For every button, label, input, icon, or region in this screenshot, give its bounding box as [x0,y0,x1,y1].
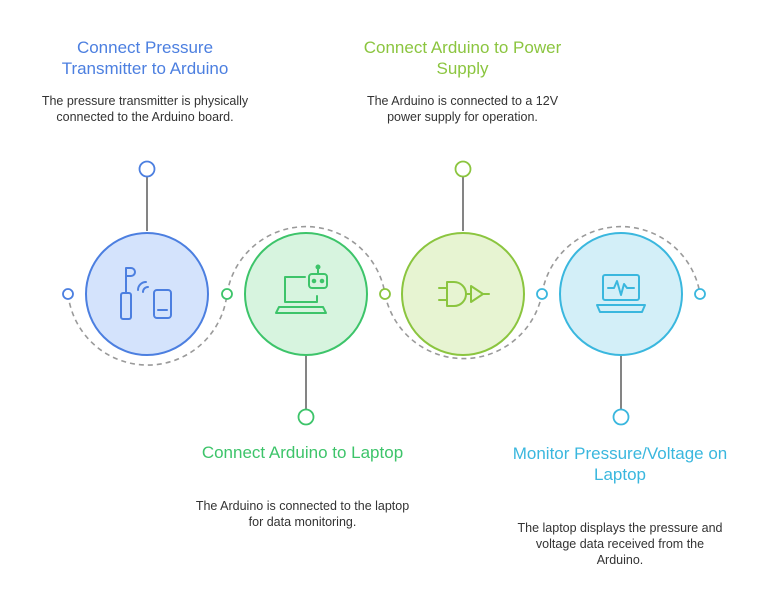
arc-2 [226,225,386,295]
step-3-title: Connect Arduino to Power Supply [363,38,562,78]
ring-node-join-2 [379,288,391,300]
logic-gate-icon [438,281,490,307]
step-1-description: The pressure transmitter is physically c… [41,94,249,124]
step-2-title: Connect Arduino to Laptop [201,443,404,462]
arc-3 [384,293,543,360]
ring-node-step-2-bottom [297,408,315,426]
laptop-waveform-icon [596,274,646,313]
laptop-robot-icon [275,264,328,314]
ring-node-join-1 [221,288,233,300]
step-2-description: The Arduino is connected to the laptop f… [195,499,410,529]
step-4-title: Monitor Pressure/Voltage on Laptop [512,444,728,484]
ring-node-join-3 [536,288,548,300]
step-circle-2 [244,232,368,356]
step-4-description: The laptop displays the pressure and vol… [517,521,723,567]
arc-4 [541,225,701,295]
ring-node-right [694,288,706,300]
step-circle-1 [85,232,209,356]
ring-node-step-4-bottom [612,408,630,426]
arc-1 [67,293,228,366]
step-circle-3 [401,232,525,356]
step-3-description: The Arduino is connected to a 12V power … [366,94,559,124]
pressure-sensor-icon [120,267,172,320]
connector-arcs [67,225,701,366]
ring-node-left [62,288,74,300]
step-1-title: Connect Pressure Transmitter to Arduino [61,38,229,78]
ring-node-step-1-top [138,160,156,178]
ring-node-step-3-top [454,160,472,178]
